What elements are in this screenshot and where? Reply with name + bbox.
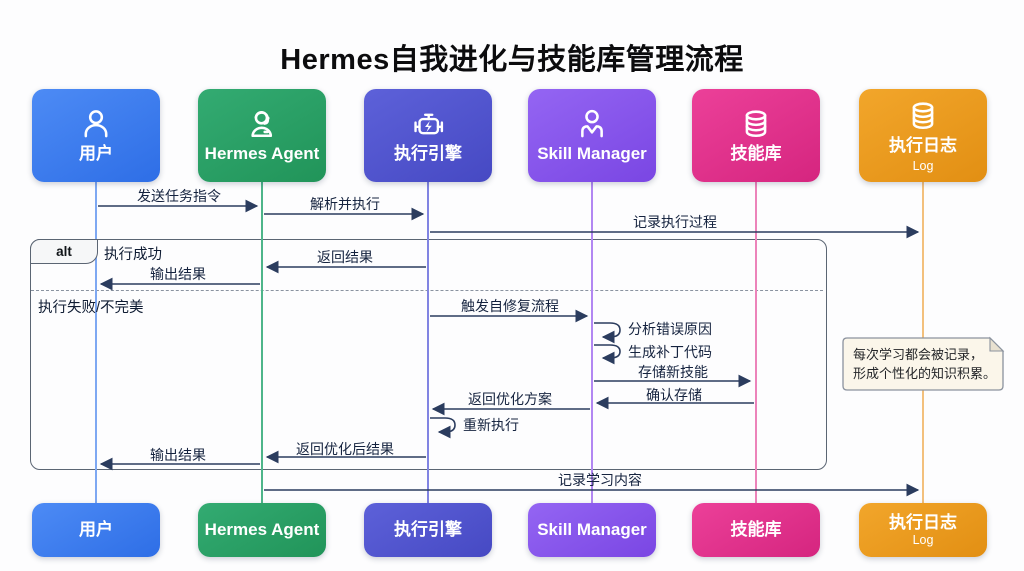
- actor-label: 执行日志: [889, 513, 957, 532]
- selfloop-reexecute: [430, 417, 456, 439]
- engine-icon: [414, 113, 444, 135]
- actor-bottom-skill-library: 技能库: [692, 503, 820, 557]
- selfloop-patch: [594, 344, 621, 365]
- message-label: 存储新技能: [638, 364, 708, 380]
- headset-person-icon: [251, 110, 273, 138]
- actor-label: 技能库: [730, 144, 782, 163]
- actor-top-user: 用户: [32, 89, 160, 182]
- actor-top-skill-library: 技能库: [692, 89, 820, 182]
- actor-top-execution-log: 执行日志 Log: [859, 89, 987, 182]
- person-arms-icon: [581, 109, 603, 138]
- database-icon: [912, 101, 934, 129]
- actor-bottom-skill-manager: Skill Manager: [528, 503, 656, 557]
- actor-bottom-user: 用户: [32, 503, 160, 557]
- actor-sublabel: Log: [912, 158, 934, 173]
- selfloop-analyze: [594, 322, 621, 344]
- actor-label: 执行引擎: [394, 520, 462, 539]
- message-label: 解析并执行: [310, 196, 380, 212]
- actor-top-skill-manager: Skill Manager: [528, 89, 656, 182]
- actor-label: 执行引擎: [394, 144, 462, 163]
- database-icon: [745, 110, 767, 138]
- actor-label: Skill Manager: [537, 520, 647, 539]
- message-label: 返回优化方案: [468, 391, 552, 407]
- message-label: 记录学习内容: [558, 472, 642, 488]
- message-label: 返回结果: [317, 249, 373, 265]
- actor-top-execution-engine: 执行引擎: [364, 89, 492, 182]
- actor-label: 执行日志: [889, 135, 957, 155]
- message-label: 输出结果: [150, 266, 206, 282]
- actor-sublabel: Log: [912, 533, 934, 547]
- message-label: 生成补丁代码: [628, 344, 712, 360]
- page-title: Hermes自我进化与技能库管理流程: [280, 44, 744, 76]
- note-text-line2: 形成个性化的知识积累。: [853, 366, 997, 381]
- person-icon: [84, 110, 108, 138]
- note-shape: [842, 336, 1005, 391]
- actor-label: 用户: [79, 144, 113, 163]
- message-label: 输出结果: [150, 447, 206, 463]
- message-label: 返回优化后结果: [296, 441, 394, 457]
- lifelines: [95, 182, 924, 504]
- actor-label: Skill Manager: [537, 144, 647, 163]
- actor-label: 用户: [79, 520, 113, 539]
- actor-bottom-execution-log: 执行日志 Log: [859, 503, 987, 557]
- message-arrows: [98, 199, 920, 497]
- actor-bottom-hermes-agent: Hermes Agent: [198, 503, 326, 557]
- actor-top-hermes-agent: Hermes Agent: [198, 89, 326, 182]
- note-fold-corner: [989, 336, 1005, 352]
- actor-label: Hermes Agent: [204, 144, 320, 163]
- note-text-line1: 每次学习都会被记录，: [853, 347, 984, 362]
- message-label: 确认存储: [646, 387, 702, 403]
- actor-label: Hermes Agent: [204, 520, 320, 539]
- actor-label: 技能库: [730, 520, 782, 539]
- message-label: 发送任务指令: [137, 188, 221, 204]
- message-label: 触发自修复流程: [461, 298, 559, 314]
- alt-success-guard: 执行成功: [104, 247, 162, 263]
- message-label: 重新执行: [463, 417, 519, 433]
- alt-fragment-tab: alt: [30, 239, 98, 264]
- message-label: 记录执行过程: [633, 214, 717, 230]
- actor-bottom-execution-engine: 执行引擎: [364, 503, 492, 557]
- alt-failure-guard: 执行失败/不完美: [38, 300, 144, 316]
- message-label: 分析错误原因: [628, 321, 712, 337]
